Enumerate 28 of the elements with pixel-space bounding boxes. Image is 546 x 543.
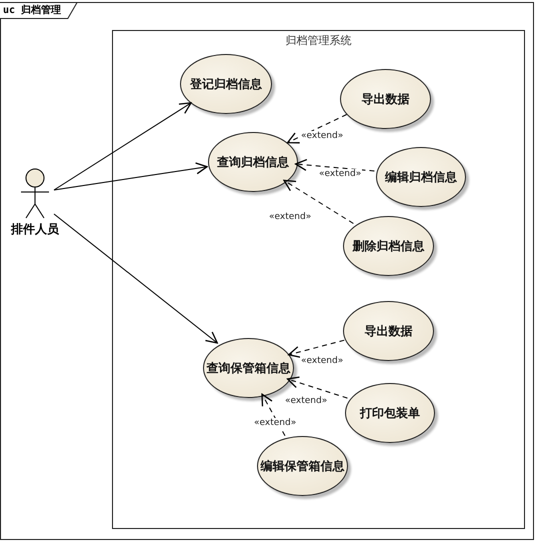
diagram-frame (0, 2, 534, 540)
dashed-arrow (294, 158, 375, 172)
use-case-ellipse: 导出数据 (340, 69, 431, 129)
edge-label: «extend» (318, 169, 362, 179)
use-case-ellipse: 编辑归档信息 (376, 147, 466, 207)
dashed-arrow (283, 180, 354, 224)
actor-label: 排件人员 (10, 221, 60, 238)
dashed-arrow (286, 376, 348, 399)
arrow (54, 162, 208, 190)
frame-tab: uc 归档管理 (0, 2, 78, 19)
edge-label: «extend» (300, 356, 344, 366)
use-case-ellipse: 导出数据 (343, 301, 434, 361)
use-case-ellipse: 打印包装单 (345, 383, 435, 443)
use-case-ellipse: 查询保管箱信息 (203, 338, 294, 398)
use-case-ellipse: 登记归档信息 (180, 54, 272, 114)
system-boundary (112, 30, 525, 529)
dashed-arrow (288, 340, 345, 358)
edge-label: «extend» (300, 131, 344, 141)
use-case-ellipse: 删除归档信息 (343, 216, 434, 276)
dashed-arrow (286, 114, 348, 144)
use-case-ellipse: 编辑保管箱信息 (257, 436, 348, 496)
arrow (54, 214, 218, 344)
use-case-ellipse: 查询归档信息 (208, 132, 298, 192)
edge-label: «extend» (268, 212, 312, 222)
edge-label: «extend» (253, 418, 298, 428)
arrow (54, 102, 192, 190)
system-title: 归档管理系统 (284, 33, 352, 48)
edge-label: «extend» (284, 396, 328, 406)
